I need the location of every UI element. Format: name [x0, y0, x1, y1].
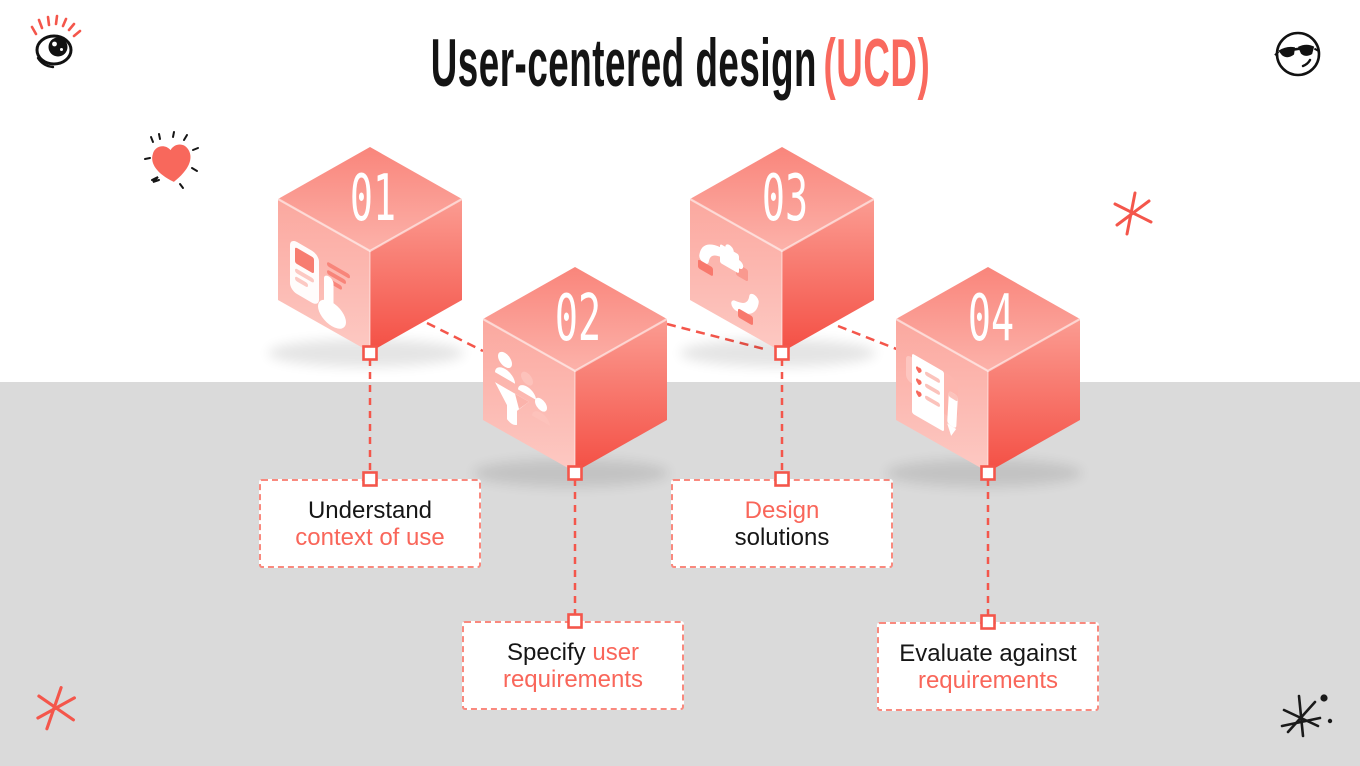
- heart-doodle-icon: [144, 131, 199, 189]
- step-4-label-box: Evaluate against requirements: [877, 622, 1099, 711]
- step-1-label-box: Understand context of use: [259, 479, 481, 568]
- label-line: requirements: [503, 666, 643, 693]
- label-line: context of use: [295, 524, 444, 551]
- cube-shadow: [680, 339, 876, 367]
- label-line: Specify user: [507, 639, 639, 666]
- cube-shadow: [268, 339, 464, 367]
- step-number: 03: [762, 162, 808, 236]
- label-text-accent: requirements: [917, 666, 1059, 694]
- label-line: Evaluate against: [899, 640, 1076, 667]
- cube-step-1: 01: [268, 147, 464, 367]
- label-text: Understand: [307, 496, 433, 524]
- sunglasses-smiley-doodle-icon: [1274, 31, 1321, 77]
- label-text: Evaluate against: [899, 639, 1077, 667]
- eye-doodle-icon: [30, 14, 82, 69]
- page-title: User-centered design(UCD): [0, 28, 1360, 98]
- label-text-accent: context of use: [295, 523, 445, 551]
- touchscreen-kiosk-icon: [290, 240, 350, 329]
- cube-link-lines: [426, 321, 900, 353]
- title-accent: (UCD): [823, 25, 930, 101]
- step-number: 04: [968, 282, 1014, 356]
- step-number: 02: [555, 282, 601, 356]
- hands-puzzle-icon: [698, 244, 759, 325]
- label-text-accent: user: [592, 638, 640, 666]
- label-line: requirements: [918, 667, 1058, 694]
- label-line: solutions: [735, 524, 830, 551]
- title-main: User-centered design: [430, 25, 817, 101]
- label-line: Understand: [308, 497, 432, 524]
- label-text-accent: Design: [744, 496, 820, 524]
- step-3-label-box: Design solutions: [671, 479, 893, 568]
- red-asterisk-doodle-icon: [1113, 191, 1153, 236]
- step-2-label-box: Specify user requirements: [462, 621, 684, 710]
- cube-step-3: 03: [680, 147, 876, 367]
- label-text-accent: requirements: [502, 665, 644, 693]
- label-line: Design: [745, 497, 820, 524]
- black-asterisk-doodle-icon: [1280, 694, 1333, 738]
- red-asterisk-doodle-icon: [36, 686, 76, 731]
- step-number: 01: [350, 162, 396, 236]
- label-text: Specify: [506, 638, 593, 666]
- label-text: solutions: [734, 523, 830, 551]
